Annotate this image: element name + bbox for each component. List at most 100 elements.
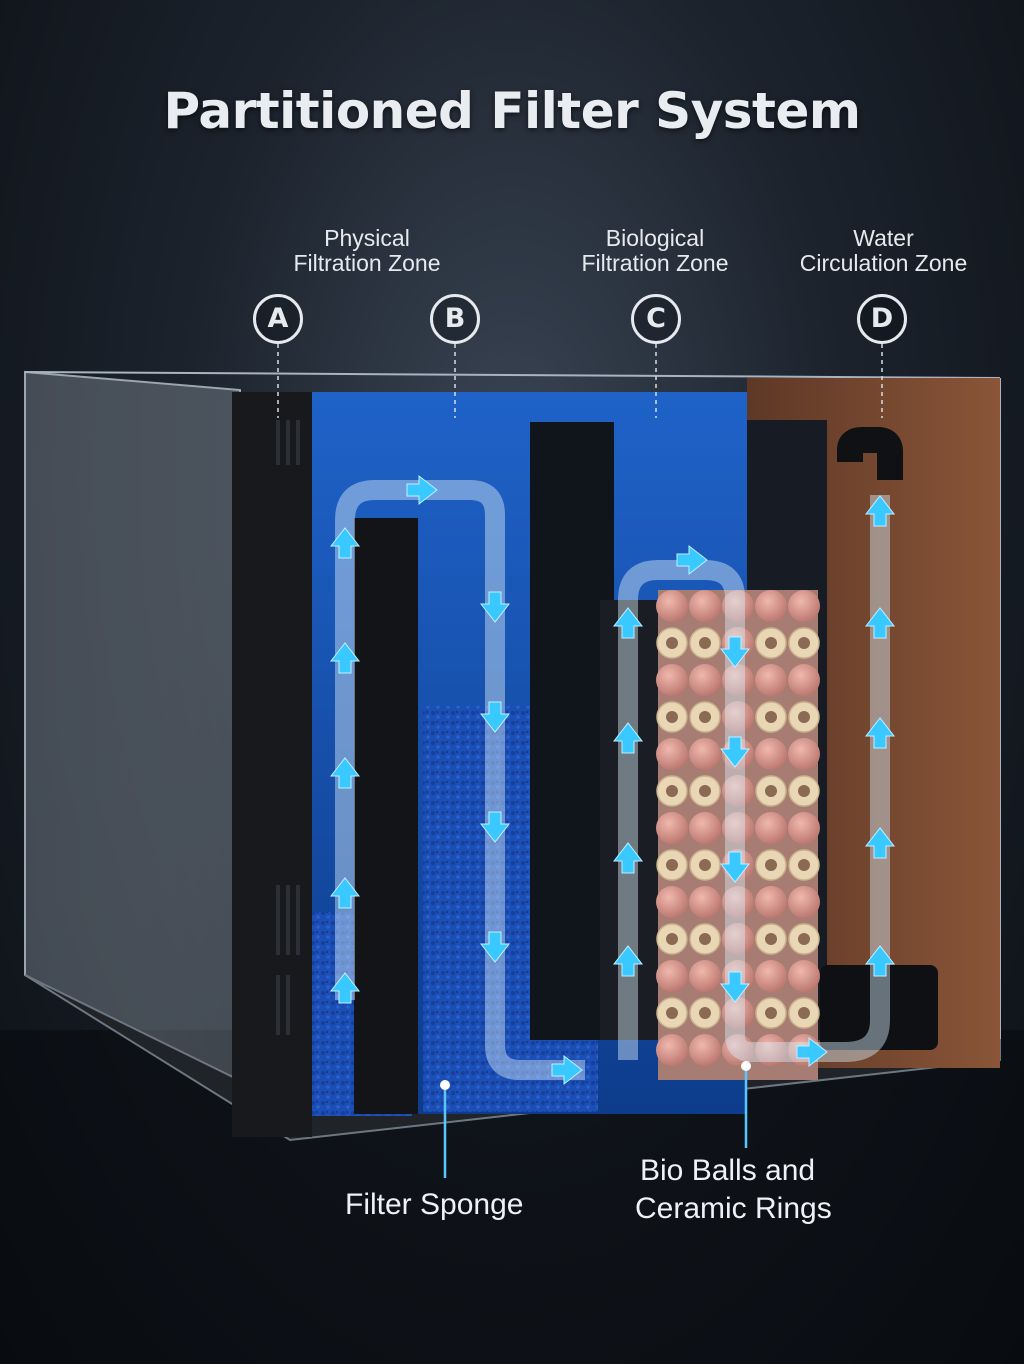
bio-ball	[722, 664, 754, 696]
zone-label-circulation: Water Circulation Zone	[776, 226, 991, 276]
bio-ball	[788, 664, 820, 696]
callout-dot-sponge	[440, 1080, 450, 1090]
bio-ball	[656, 664, 688, 696]
tank-top-edge	[24, 371, 1001, 379]
vent-slots	[276, 420, 300, 1035]
outlet-pipe-elbow	[837, 427, 903, 480]
flow-arrow-right	[406, 474, 438, 506]
flow-arrow-down	[479, 811, 511, 843]
flow-arrow-up	[329, 757, 361, 789]
page-title: Partitioned Filter System	[163, 82, 861, 140]
bio-ball	[755, 590, 787, 622]
ceramic-ring-hole	[765, 1007, 777, 1019]
flow-arrow-up	[864, 495, 896, 527]
ceramic-ring-hole	[765, 859, 777, 871]
zone-marker-d: D	[857, 294, 907, 344]
bio-ball	[689, 1034, 721, 1066]
flow-arrow-down	[719, 851, 751, 883]
divider-a	[354, 518, 418, 1114]
ceramic-ring-hole	[798, 711, 810, 723]
zone-label-biological: Biological Filtration Zone	[550, 226, 760, 276]
flow-arrow-right	[551, 1054, 583, 1086]
callout-bio-media: Bio Balls and Ceramic Rings	[635, 1152, 832, 1228]
flow-arrow-right	[676, 544, 708, 576]
bio-ball	[689, 812, 721, 844]
callout-line: Bio Balls and	[640, 1154, 816, 1187]
bio-ball	[656, 886, 688, 918]
bio-ball	[722, 886, 754, 918]
flow-arrow-up	[612, 722, 644, 754]
bio-ball	[722, 812, 754, 844]
bio-ball	[788, 812, 820, 844]
bio-ball	[788, 590, 820, 622]
zone-label-line: Physical	[324, 225, 410, 251]
flow-arrow-up	[864, 717, 896, 749]
bio-ball	[755, 960, 787, 992]
flow-arrow-up	[329, 642, 361, 674]
bio-media-grid	[656, 590, 820, 1066]
ceramic-ring-hole	[765, 785, 777, 797]
ceramic-ring-hole	[798, 637, 810, 649]
flow-arrows	[329, 474, 896, 1086]
flow-arrow-down	[479, 701, 511, 733]
bio-ball	[656, 960, 688, 992]
ceramic-ring-hole	[798, 1007, 810, 1019]
ceramic-ring-hole	[666, 1007, 678, 1019]
bio-ball	[722, 923, 754, 955]
ceramic-ring-hole	[765, 637, 777, 649]
bio-ball	[755, 1034, 787, 1066]
zone-label-line: Water	[853, 225, 914, 251]
bio-ball	[722, 590, 754, 622]
bio-ball	[755, 886, 787, 918]
zone-label-line: Circulation Zone	[799, 250, 968, 276]
ceramic-ring-hole	[765, 933, 777, 945]
callout-dot-bio	[741, 1061, 751, 1071]
callout-filter-sponge: Filter Sponge	[345, 1188, 524, 1221]
bio-ball	[755, 812, 787, 844]
flow-arrow-down	[719, 971, 751, 1003]
flow-arrow-up	[612, 945, 644, 977]
ceramic-ring-hole	[666, 711, 678, 723]
bio-ball	[722, 775, 754, 807]
bio-ball	[656, 1034, 688, 1066]
flow-tube	[335, 480, 890, 1080]
bio-ball	[755, 664, 787, 696]
zone-marker-c: C	[631, 294, 681, 344]
ceramic-ring-hole	[798, 933, 810, 945]
zone-label-line: Filtration Zone	[581, 250, 729, 276]
bio-ball	[656, 590, 688, 622]
flow-arrow-down	[479, 931, 511, 963]
bio-ball	[788, 886, 820, 918]
flow-arrow-up	[612, 842, 644, 874]
ceramic-ring-hole	[666, 785, 678, 797]
bio-ball	[656, 812, 688, 844]
ceramic-ring-hole	[666, 859, 678, 871]
flow-arrow-up	[612, 607, 644, 639]
flow-arrow-down	[719, 736, 751, 768]
bio-ball	[788, 738, 820, 770]
flow-arrow-up	[329, 527, 361, 559]
bio-ball	[689, 886, 721, 918]
flow-arrow-up	[864, 827, 896, 859]
ceramic-ring-hole	[699, 933, 711, 945]
flow-arrow-up	[329, 877, 361, 909]
callout-line: Ceramic Rings	[635, 1192, 832, 1225]
zone-label-line: Filtration Zone	[293, 250, 441, 276]
bio-ball	[788, 960, 820, 992]
filter-housing	[232, 392, 312, 1137]
pump	[820, 965, 938, 1050]
callout-lines	[443, 1066, 748, 1178]
ceramic-ring-hole	[666, 637, 678, 649]
bio-ball	[656, 738, 688, 770]
ceramic-ring-hole	[798, 785, 810, 797]
bio-ball	[722, 1034, 754, 1066]
zone-label-physical: Physical Filtration Zone	[262, 226, 472, 276]
flow-arrow-up	[329, 972, 361, 1004]
ceramic-ring-hole	[765, 711, 777, 723]
tank-left-glass	[24, 370, 241, 1097]
zone-label-line: Biological	[605, 225, 705, 251]
ceramic-ring-hole	[699, 711, 711, 723]
ceramic-ring-hole	[699, 637, 711, 649]
bio-ball	[722, 997, 754, 1029]
